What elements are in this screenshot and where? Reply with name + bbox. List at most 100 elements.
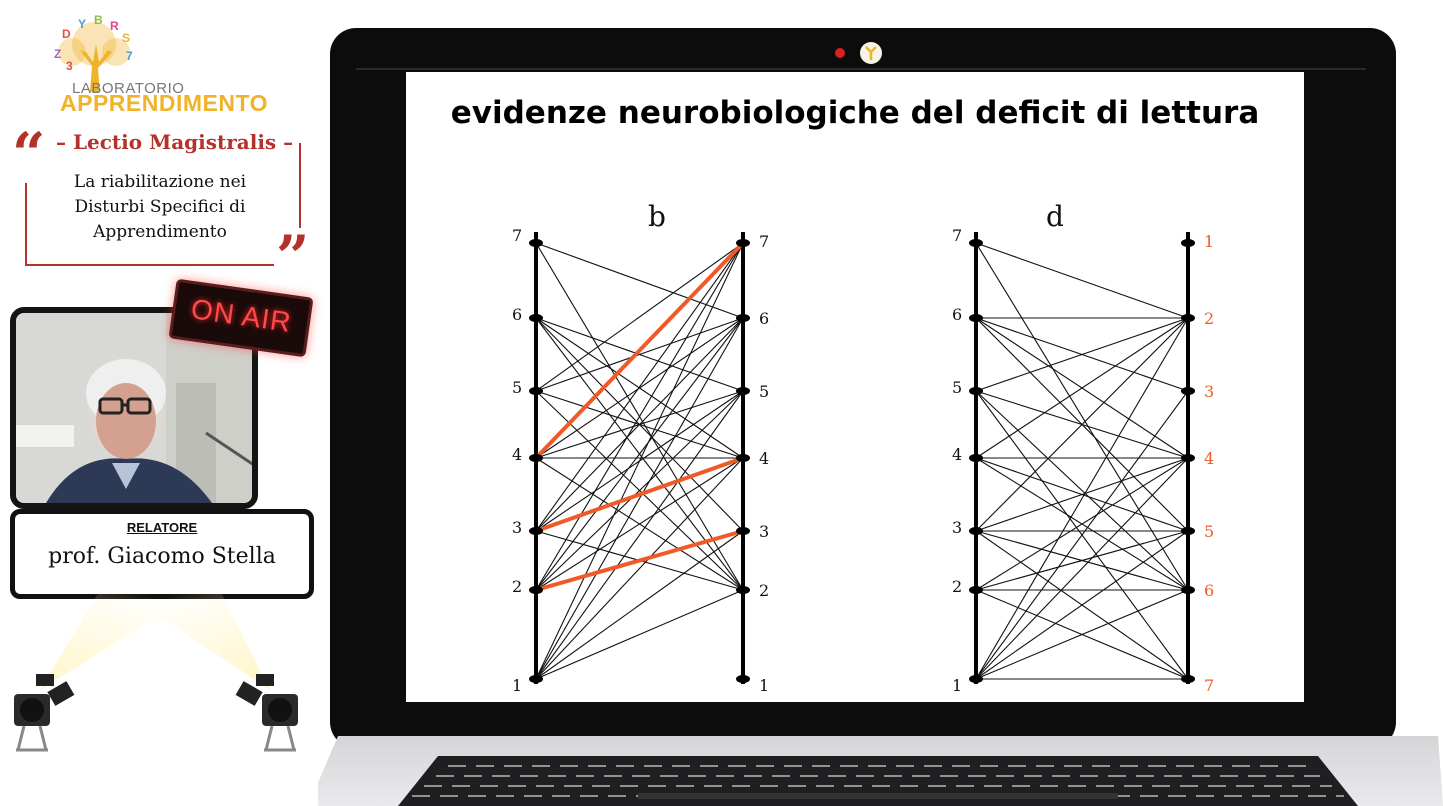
right-node [736, 314, 750, 322]
svg-text:B: B [94, 14, 103, 27]
fixation-link [975, 317, 1189, 459]
fixation-link [975, 317, 1189, 532]
right-tick-label: 7 [1204, 676, 1214, 695]
right-tick-label: 4 [759, 449, 769, 468]
fixation-link [975, 530, 1189, 591]
left-node [969, 239, 983, 247]
fixation-link [535, 390, 744, 591]
left-tick-label: 4 [952, 445, 962, 464]
right-node [1181, 239, 1195, 247]
left-tick-label: 3 [512, 518, 522, 537]
fixation-link [975, 317, 1189, 392]
right-node [736, 454, 750, 462]
close-quote-icon: ” [274, 223, 312, 291]
svg-text:7: 7 [126, 49, 133, 63]
highlighted-link [534, 529, 745, 592]
right-tick-label: 3 [1204, 382, 1214, 401]
right-node [1181, 675, 1195, 683]
fixation-link [535, 242, 744, 532]
highlighted-link [534, 241, 745, 460]
right-tick-label: 2 [759, 581, 769, 600]
right-tick-label: 1 [759, 676, 769, 695]
left-tick-label: 6 [512, 305, 522, 324]
fixation-link [535, 390, 744, 680]
left-tick-label: 5 [952, 378, 962, 397]
presentation-slide: evidenze neurobiologiche del deficit di … [406, 72, 1304, 702]
spotlight-right-icon [235, 674, 298, 752]
left-tick-label: 3 [952, 518, 962, 537]
right-node [1181, 454, 1195, 462]
right-tick-label: 4 [1204, 449, 1214, 468]
left-node [529, 675, 543, 683]
left-node [529, 527, 543, 535]
camera-indicator-icon [835, 42, 882, 64]
lecture-heading: – Lectio Magistralis – [50, 130, 300, 154]
slide-title: evidenze neurobiologiche del deficit di … [450, 95, 1260, 131]
fixation-link [975, 457, 1189, 532]
speaker-video-image [16, 313, 252, 503]
stage-spotlights [14, 590, 298, 752]
fixation-link [975, 390, 1189, 591]
fixation-link [535, 317, 744, 532]
left-tick-label: 5 [512, 378, 522, 397]
highlighted-link [534, 456, 745, 533]
right-node [736, 675, 750, 683]
left-node [969, 314, 983, 322]
diagram-label: d [1046, 200, 1064, 233]
svg-text:S: S [122, 31, 130, 45]
speaker-webcam-feed [10, 307, 258, 509]
speaker-name: prof. Giacomo Stella [48, 544, 276, 569]
speaker-role-label: RELATORE [126, 520, 198, 535]
right-node [736, 527, 750, 535]
left-tick-label: 6 [952, 305, 962, 324]
right-tick-label: 6 [759, 309, 769, 328]
right-node [1181, 527, 1195, 535]
fixation-link [975, 530, 1189, 680]
left-node [969, 586, 983, 594]
speaker-card: RELATORE prof. Giacomo Stella [10, 509, 314, 599]
right-node [1181, 314, 1195, 322]
svg-text:Y: Y [78, 17, 86, 31]
logo-text-apprendimento: APPRENDIMENTO [60, 90, 268, 116]
fixation-link [535, 457, 744, 591]
fixation-link [975, 390, 1189, 680]
fixation-link [535, 317, 744, 459]
left-node [969, 527, 983, 535]
left-tick-label: 7 [952, 226, 962, 245]
left-node [969, 675, 983, 683]
fixation-link [535, 242, 744, 392]
left-tick-label: 4 [512, 445, 522, 464]
fixation-link [535, 317, 744, 591]
open-quote-icon: “ [10, 120, 48, 188]
right-tick-label: 3 [759, 522, 769, 541]
right-node [736, 239, 750, 247]
left-node [529, 586, 543, 594]
svg-text:3: 3 [66, 59, 73, 73]
left-tick-label: 1 [952, 676, 962, 695]
right-tick-label: 5 [759, 382, 769, 401]
right-tick-label: 6 [1204, 581, 1214, 600]
svg-text:R: R [110, 19, 119, 33]
fixation-link [535, 589, 744, 680]
fixation-link [535, 242, 744, 591]
fixation-link [975, 317, 1189, 680]
lecture-frame [25, 143, 301, 266]
left-node [529, 387, 543, 395]
svg-text:D: D [62, 27, 71, 41]
fixation-link [535, 317, 744, 392]
fixation-link [975, 457, 1189, 680]
left-node [529, 239, 543, 247]
fixation-link [535, 530, 744, 680]
left-tick-label: 1 [512, 676, 522, 695]
right-tick-label: 5 [1204, 522, 1214, 541]
svg-text:Z: Z [54, 47, 61, 61]
right-node [1181, 387, 1195, 395]
right-node [1181, 586, 1195, 594]
fixation-link [535, 242, 744, 319]
tree-logo-icon: D Y B R S Z 7 3 [54, 14, 133, 92]
left-tick-label: 2 [512, 577, 522, 596]
right-tick-label: 1 [1204, 232, 1214, 251]
left-node [969, 387, 983, 395]
